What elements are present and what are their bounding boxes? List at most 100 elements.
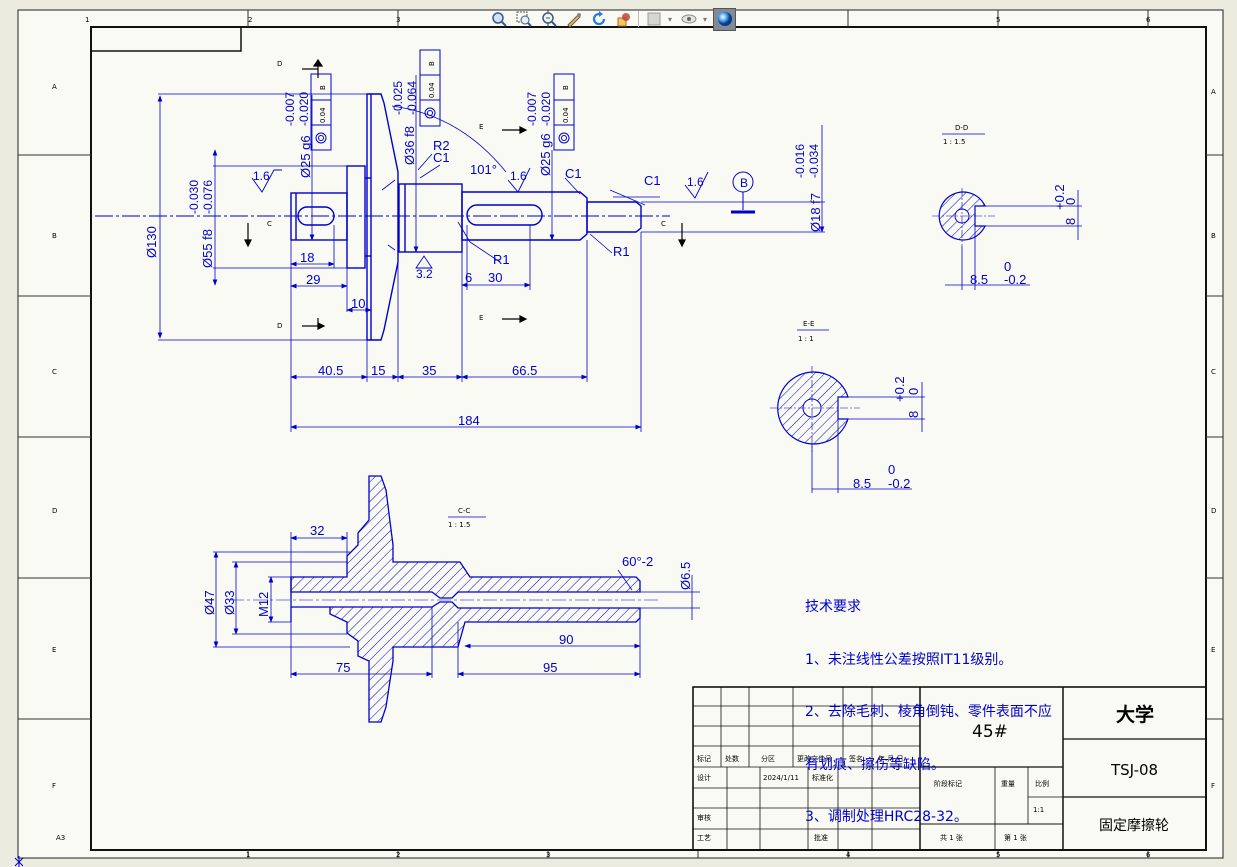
section-ee-title: E-E xyxy=(803,320,814,328)
tech-item-1: 1、未注线性公差按照IT11级别。 xyxy=(805,651,1013,668)
dim-c1-b: C1 xyxy=(565,166,582,181)
section-cc-lower-half xyxy=(291,601,641,723)
hide-show-icon[interactable] xyxy=(678,9,699,30)
section-cc-title: C-C xyxy=(458,507,470,515)
tech-item-2: 2、去除毛刺、棱角倒钝、零件表面不应 xyxy=(805,704,1052,720)
display-style-icon[interactable] xyxy=(643,9,664,30)
origin-icon xyxy=(14,856,24,867)
rotate-icon[interactable] xyxy=(588,9,609,30)
label-stage-mark: 阶段标记 xyxy=(934,779,962,788)
part-name: 固定摩擦轮 xyxy=(1099,817,1169,834)
section-dd-depth-upper: 0 xyxy=(1004,259,1011,274)
dim-l18: 18 xyxy=(300,250,314,265)
keyway-left xyxy=(297,206,335,226)
shaft-d25 xyxy=(461,191,588,241)
roughness-1-6-a: 1.6 xyxy=(253,169,270,183)
dim-c1-a: C1 xyxy=(433,150,450,165)
section-label-e-top: E xyxy=(479,123,483,131)
tol-datum-c: B xyxy=(562,85,570,90)
tolerance-frames xyxy=(310,49,575,151)
section-cc-dim-d33: Ø33 xyxy=(222,590,237,615)
chevron-down-icon[interactable]: ▾ xyxy=(668,14,673,24)
left-zone-b: B xyxy=(52,232,57,240)
right-zone-a: A xyxy=(1211,88,1216,96)
tech-title: 技术要求 xyxy=(805,599,861,615)
row-label-zone: 分区 xyxy=(761,754,775,763)
left-zone-e: E xyxy=(52,646,56,654)
section-label-d-top: D xyxy=(277,60,282,68)
label-process: 工艺 xyxy=(697,834,711,842)
university-name: 大学 xyxy=(1116,703,1154,726)
dim-l35: 35 xyxy=(422,363,436,378)
top-zone-1: 1 xyxy=(85,16,89,24)
dim-l66-5: 66.5 xyxy=(512,363,537,378)
title-block-text: 45# 大学 TSJ-08 固定摩擦轮 标记 处数 分区 更改文件号 签名 年.… xyxy=(697,703,1169,842)
top-zone-3: 3 xyxy=(396,16,400,24)
scale-value: 1:1 xyxy=(1033,806,1044,814)
drawing-number: TSJ-08 xyxy=(1110,761,1158,779)
zoom-to-fit-icon[interactable] xyxy=(488,9,509,30)
sheet-number: 第 1 张 xyxy=(1004,833,1027,842)
appearance-sphere-icon[interactable] xyxy=(713,7,736,31)
row-label-signature: 签名 xyxy=(849,754,863,763)
keyway-right xyxy=(466,204,543,226)
section-cc-dim-d47: Ø47 xyxy=(202,590,217,615)
roughness-1-6-b: 1.6 xyxy=(510,169,527,183)
section-cc-dim-75: 75 xyxy=(336,660,350,675)
dim-d25-right-lower: -0.020 xyxy=(539,92,553,126)
datum-b-symbol xyxy=(731,171,755,214)
dim-d36-upper: -0.025 xyxy=(391,81,405,115)
dim-l10: 10 xyxy=(351,296,365,311)
tech-item-3: 3、调制处理HRC28-32。 xyxy=(805,809,968,825)
toolbar-separator xyxy=(638,11,639,27)
dim-d25-left-lower: -0.020 xyxy=(297,92,311,126)
dim-d25-left: Ø25 g6 xyxy=(298,135,313,178)
tol-value-b: 0.04 xyxy=(428,82,436,98)
section-dd-depth: 8.5 xyxy=(970,272,988,287)
top-zone-5: 5 xyxy=(996,16,1000,24)
right-zone-e: E xyxy=(1211,646,1215,654)
right-zone-c: C xyxy=(1211,368,1216,376)
dim-d55: Ø55 f8 xyxy=(200,229,215,268)
section-cc-dim-d6-5: Ø6.5 xyxy=(678,562,693,590)
dim-d18-lower: -0.034 xyxy=(807,144,821,178)
dim-r1-a: R1 xyxy=(493,252,510,267)
main-view-labels: Ø130 Ø55 f8 -0.030 -0.076 Ø25 g6 -0.007 … xyxy=(144,60,823,428)
chevron-down-icon[interactable]: ▾ xyxy=(703,14,708,24)
section-dd: D-D 1 : 1.5 +0.2 0 8 8.5 0 -0.2 xyxy=(932,124,1082,290)
tol-value-c: 0.04 xyxy=(562,107,570,123)
roughness-symbols xyxy=(251,167,709,269)
dim-d25-right: Ø25 g6 xyxy=(538,133,553,176)
left-zone-c: C xyxy=(52,368,57,376)
sheet-size-label: A3 xyxy=(56,834,65,842)
right-zone-d: D xyxy=(1211,507,1216,515)
section-ee-scale: 1 : 1 xyxy=(798,335,814,343)
zone-ticks xyxy=(18,10,1223,858)
section-dd-tol-upper: +0.2 xyxy=(1052,184,1067,210)
zoom-area-icon[interactable] xyxy=(513,9,534,30)
section-label-d-bottom: D xyxy=(277,322,282,330)
section-cc-dim-angle: 60°-2 xyxy=(622,554,653,569)
pan-icon[interactable] xyxy=(563,9,584,30)
section-label-c-left: C xyxy=(267,220,272,228)
row-label-count: 处数 xyxy=(725,754,739,763)
zoom-in-out-icon[interactable] xyxy=(538,9,559,30)
section-ee-tol-lower: 0 xyxy=(906,388,921,395)
right-zone-f: F xyxy=(1211,782,1215,790)
tol-datum-b: B xyxy=(428,61,436,66)
dim-l30: 30 xyxy=(488,270,502,285)
section-ee-depth-upper: 0 xyxy=(888,462,895,477)
section-cc-dim-90: 90 xyxy=(559,632,573,647)
section-cc-dim-m12: M12 xyxy=(256,592,271,617)
bottom-zone-1: 1 xyxy=(246,851,250,859)
redraw-icon[interactable] xyxy=(613,9,634,30)
dim-d36: Ø36 f8 xyxy=(402,126,417,165)
dim-l29: 29 xyxy=(306,272,320,287)
section-dd-title: D-D xyxy=(955,124,968,132)
view-toolbar: ▾ ▾ xyxy=(488,6,752,32)
section-ee-depth: 8.5 xyxy=(853,476,871,491)
roughness-1-6-c: 1.6 xyxy=(687,175,704,189)
section-ee-tol-upper: +0.2 xyxy=(892,376,907,402)
dim-d36-lower: -0.064 xyxy=(405,81,419,115)
